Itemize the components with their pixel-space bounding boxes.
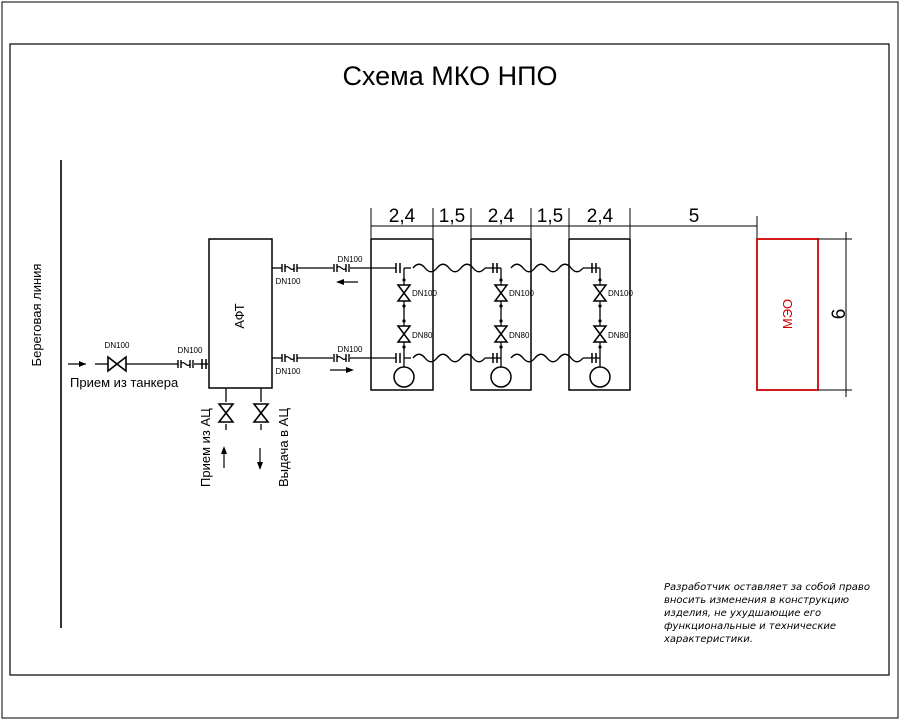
lower-pipe: [272, 357, 396, 373]
module-2: [470, 238, 532, 391]
module-1: [370, 238, 434, 391]
module-2-upper-valve-icon: [494, 277, 508, 309]
ac-output-valve-icon: [253, 403, 269, 423]
dim-gap-1: 1,5: [439, 206, 465, 227]
ac-intake-valve-icon: [218, 403, 234, 423]
dim-meo-height: 6: [829, 309, 850, 320]
inner-frame: [9, 43, 890, 676]
tanker-valve-icon: [107, 356, 127, 372]
module-1-lower-valve-icon: [397, 318, 411, 350]
module-3-dn80-label: DN80: [608, 331, 629, 340]
module-3: [568, 238, 631, 391]
module-3-dn100-label: DN100: [608, 289, 633, 298]
module-3-lower-valve-icon: [593, 318, 607, 350]
tanker-intake-line: [68, 361, 208, 367]
module-1-pump-icon: [393, 366, 415, 388]
module-2-dn100-label: DN100: [509, 289, 534, 298]
hose-upper-1-icon: [412, 263, 486, 273]
dim-module-1: 2,4: [389, 206, 416, 227]
upper-pipe: [272, 267, 396, 285]
note-line-4: функциональные и технические: [664, 621, 836, 632]
top-dimension-line: [370, 208, 758, 238]
meo-label: МЭО: [780, 299, 795, 329]
tanker-valve-dn-label: DN100: [105, 341, 130, 350]
upper-coupling-1-icon: [281, 263, 298, 273]
ac-intake-arrow: [221, 446, 227, 468]
hose-lower-2-icon: [510, 353, 584, 363]
shoreline-label: Береговая линия: [29, 264, 44, 367]
lower-coupling-1-dn-label: DN100: [276, 367, 301, 376]
lower-coupling-1-icon: [281, 353, 298, 363]
upper-coupling-1-dn-label: DN100: [276, 277, 301, 286]
aft-label: АФТ: [232, 303, 247, 328]
hose-upper-2-icon: [510, 263, 584, 273]
aft-bottom-outlets: [225, 388, 262, 430]
lower-coupling-2-dn-label: DN100: [338, 345, 363, 354]
upper-coupling-2-icon: [333, 263, 350, 273]
lower-coupling-2-icon: [333, 353, 350, 363]
disclaimer-note: Разработчик оставляет за собой право вно…: [663, 581, 870, 645]
hose-lower-1-icon: [412, 353, 486, 363]
tanker-intake-label: Прием из танкера: [70, 375, 179, 390]
aft-unit: [208, 238, 273, 389]
ac-output-label: Выдача в АЦ: [276, 408, 291, 487]
ac-intake-label: Прием из АЦ: [198, 408, 213, 487]
module-1-upper-flange-icon: [395, 262, 401, 274]
module-2-pump-icon: [490, 366, 512, 388]
module-1-dn100-label: DN100: [412, 289, 437, 298]
upper-coupling-2-dn-label: DN100: [338, 255, 363, 264]
page-title: Схема МКО НПО: [342, 61, 557, 91]
module-1-upper-valve-icon: [397, 277, 411, 309]
module-2-lower-valve-icon: [494, 318, 508, 350]
meo-block: [756, 238, 819, 391]
ac-output-arrow: [257, 448, 263, 470]
module-2-dn80-label: DN80: [509, 331, 530, 340]
module-1-dn80-label: DN80: [412, 331, 433, 340]
module-3-pump-icon: [589, 366, 611, 388]
module-1-lower-flange-icon: [395, 352, 401, 364]
dim-meo-distance: 5: [689, 206, 700, 227]
note-line-1: Разработчик оставляет за собой право: [664, 581, 870, 593]
note-line-5: характеристики.: [663, 634, 753, 645]
dim-module-3: 2,4: [587, 206, 614, 227]
tanker-coupling-icon: [177, 359, 194, 369]
module-3-upper-valve-icon: [593, 277, 607, 309]
tanker-coupling-dn-label: DN100: [178, 346, 203, 355]
dim-module-2: 2,4: [488, 206, 515, 227]
note-line-3: изделия, не ухудшающие его: [664, 608, 821, 619]
meo-height-dimension: [818, 232, 852, 397]
dim-gap-2: 1,5: [537, 206, 563, 227]
note-line-2: вносить изменения в конструкцию: [664, 595, 849, 606]
flex-hoses: [404, 263, 600, 363]
